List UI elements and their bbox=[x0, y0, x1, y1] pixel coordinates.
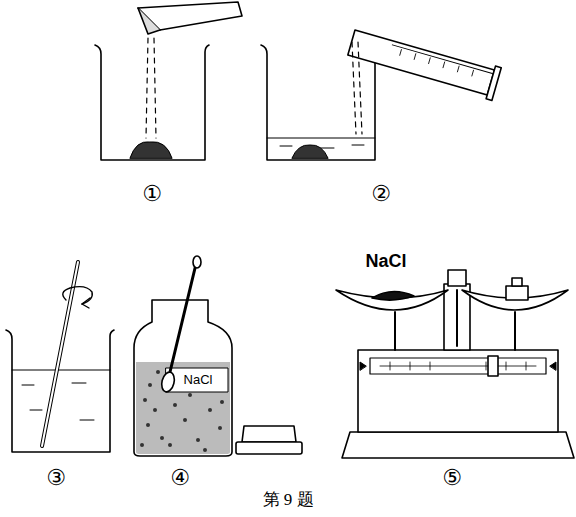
step-number: ② bbox=[371, 182, 391, 206]
solid-pile bbox=[292, 145, 328, 158]
bottle-label bbox=[166, 368, 228, 392]
bottle-contents bbox=[136, 362, 230, 454]
stopper bbox=[242, 426, 296, 442]
figure-caption: 第 9 题 bbox=[263, 491, 314, 510]
balance-beam bbox=[370, 358, 546, 374]
balance-base bbox=[342, 432, 574, 458]
spoon-handle bbox=[170, 264, 196, 372]
beam-ends bbox=[360, 362, 556, 370]
solution-surface bbox=[12, 370, 110, 420]
pan-support bbox=[394, 312, 396, 350]
left-pan bbox=[336, 290, 448, 310]
chemical-label: NaCl bbox=[365, 252, 406, 272]
falling-solid bbox=[146, 38, 156, 138]
water-stream bbox=[352, 42, 362, 134]
beaker bbox=[261, 45, 379, 160]
weighing-paper-fold bbox=[138, 8, 160, 34]
water-surface bbox=[267, 138, 375, 148]
stopper-base bbox=[236, 442, 302, 454]
column-top bbox=[448, 270, 466, 286]
chemical-label: NaCl bbox=[184, 373, 213, 387]
stir-arrow bbox=[63, 287, 92, 304]
glass-rod-highlight bbox=[42, 262, 78, 446]
weight-knob bbox=[512, 278, 522, 286]
beaker bbox=[95, 45, 209, 160]
pan-support bbox=[514, 312, 516, 350]
step-number: ⑤ bbox=[442, 466, 462, 490]
spoon-end bbox=[193, 256, 201, 268]
spoon-bowl bbox=[160, 371, 176, 393]
weight bbox=[506, 286, 528, 300]
nacl-pile bbox=[372, 291, 414, 300]
pointer bbox=[456, 290, 458, 346]
beam-scale bbox=[380, 362, 536, 370]
balance-body bbox=[358, 350, 558, 432]
stir-arrowhead bbox=[82, 298, 90, 308]
glass-rod bbox=[42, 262, 78, 446]
step-number: ④ bbox=[170, 466, 190, 490]
step-number: ③ bbox=[46, 466, 66, 490]
solid-pile bbox=[130, 142, 172, 158]
step-number: ① bbox=[142, 182, 162, 206]
measuring-cylinder bbox=[347, 26, 502, 100]
rider bbox=[488, 356, 498, 376]
